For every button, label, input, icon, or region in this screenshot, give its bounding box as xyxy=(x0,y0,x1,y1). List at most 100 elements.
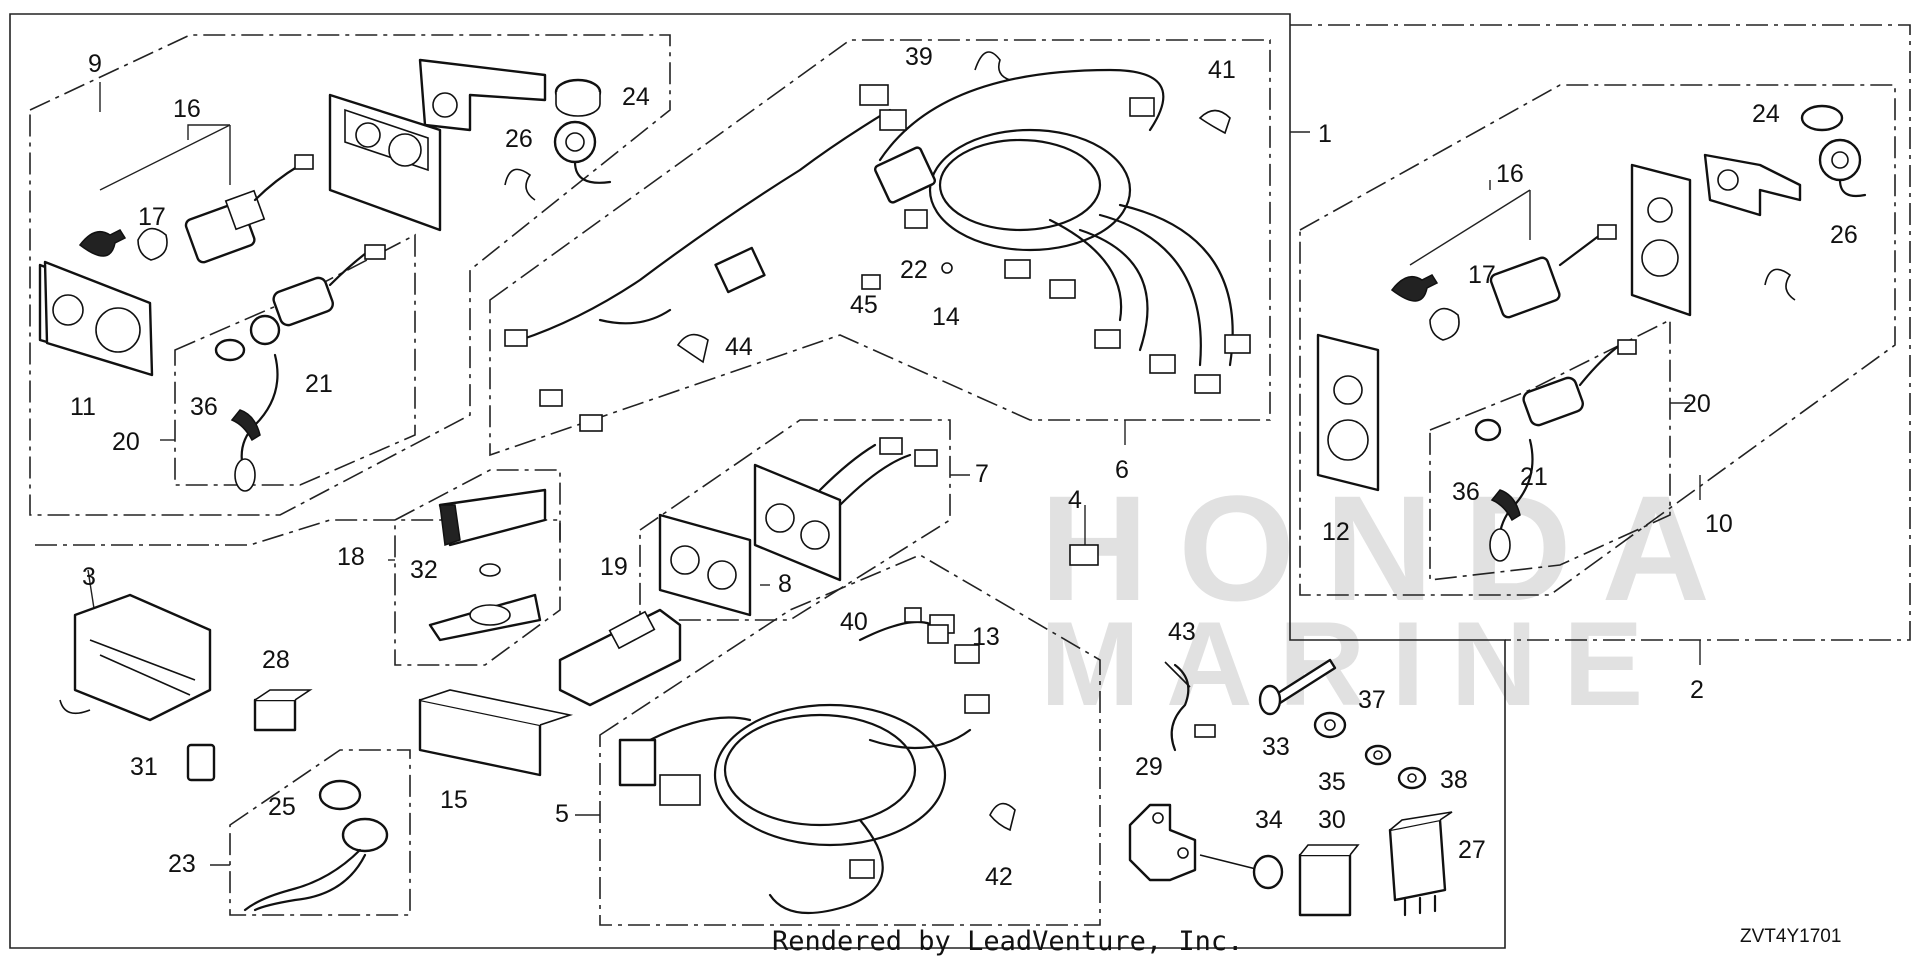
group-box-7-8 xyxy=(639,419,951,621)
callout-14: 14 xyxy=(932,303,960,331)
part-bracket-right xyxy=(1703,153,1802,217)
callout-17-left: 17 xyxy=(138,203,166,231)
callout-18: 18 xyxy=(337,543,365,571)
part-42-clip xyxy=(989,802,1016,832)
callout-39: 39 xyxy=(905,43,933,71)
callout-29: 29 xyxy=(1135,753,1163,781)
leader-16-left-a xyxy=(99,124,231,191)
part-23-buzzer-lead xyxy=(243,848,367,912)
callout-4: 4 xyxy=(1068,486,1082,514)
part-12-switch-panel-right xyxy=(1316,333,1380,492)
group-box-20-left xyxy=(174,233,416,486)
part-bracket-left xyxy=(418,58,547,132)
part-5-harness xyxy=(618,614,990,915)
part-14-screw xyxy=(941,262,953,274)
callout-20-left: 20 xyxy=(112,428,140,456)
callout-16-right: 16 xyxy=(1496,160,1524,188)
callout-40: 40 xyxy=(840,608,868,636)
callout-37: 37 xyxy=(1358,686,1386,714)
part-7-panel-bracket xyxy=(753,437,938,582)
part-33-bolt xyxy=(1258,658,1337,716)
callout-21-right: 21 xyxy=(1520,463,1548,491)
part-4-connector xyxy=(1069,544,1099,566)
callout-16-left: 16 xyxy=(173,95,201,123)
part-45-terminal xyxy=(861,274,881,290)
part-29-bracket xyxy=(1128,803,1197,882)
part-43-sensor xyxy=(1164,661,1216,752)
part-19-module xyxy=(558,608,682,707)
part-6-main-harness xyxy=(504,68,1251,432)
part-17-key-left xyxy=(78,227,168,261)
callout-2: 2 xyxy=(1690,676,1704,704)
callout-13: 13 xyxy=(972,623,1000,651)
part-24-clamp-left xyxy=(554,78,602,117)
callout-6: 6 xyxy=(1115,456,1129,484)
part-39-clip xyxy=(974,51,1011,81)
callout-1: 1 xyxy=(1318,120,1332,148)
part-clip-right xyxy=(1764,268,1796,301)
leader-16-right-a xyxy=(1409,189,1531,266)
callout-30: 30 xyxy=(1318,806,1346,834)
diagram-code: ZVT4Y1701 xyxy=(1740,926,1841,947)
callout-12: 12 xyxy=(1322,518,1350,546)
callout-28: 28 xyxy=(262,646,290,674)
callout-36-right: 36 xyxy=(1452,478,1480,506)
callout-36-left: 36 xyxy=(190,393,218,421)
group-box-3 xyxy=(35,519,561,546)
group-box-2 xyxy=(1290,24,1911,641)
group-box-18 xyxy=(394,469,561,666)
part-18-fob xyxy=(428,488,547,642)
callout-5: 5 xyxy=(555,800,569,828)
part-21-lanyard-right xyxy=(1489,438,1534,562)
callout-25: 25 xyxy=(268,793,296,821)
part-lanyard-switch-left xyxy=(249,244,386,346)
part-41-clip xyxy=(1198,109,1231,135)
part-17-key-right xyxy=(1390,274,1460,341)
part-44-clip xyxy=(676,333,709,364)
callout-8: 8 xyxy=(778,570,792,598)
callout-31: 31 xyxy=(130,753,158,781)
callout-7: 7 xyxy=(975,460,989,488)
part-22-connector xyxy=(904,209,928,229)
callout-21-left: 21 xyxy=(305,370,333,398)
callout-3: 3 xyxy=(82,563,96,591)
honda-marine-watermark: HONDA MARINE xyxy=(1040,464,1710,731)
callout-19: 19 xyxy=(600,553,628,581)
footer-credit: Rendered by LeadVenture, Inc. xyxy=(772,926,1243,957)
callout-38: 38 xyxy=(1440,766,1468,794)
watermark-line2: MARINE xyxy=(1040,597,1669,731)
part-37-washer xyxy=(1364,744,1392,766)
part-38-washer xyxy=(1397,766,1427,790)
leader-lines xyxy=(87,82,1701,866)
part-35-nut xyxy=(1313,711,1347,739)
part-26-buzzer-right xyxy=(1818,138,1867,198)
callout-27: 27 xyxy=(1458,836,1486,864)
part-26-buzzer-left xyxy=(553,120,612,184)
part-3-bracket xyxy=(59,593,212,722)
callout-15: 15 xyxy=(440,786,468,814)
part-40-cap xyxy=(904,607,922,623)
part-27-relay xyxy=(1388,811,1453,917)
part-16-ignition-switch-right xyxy=(1489,224,1617,319)
part-8-panel xyxy=(658,513,752,617)
part-16-ignition-switch-left xyxy=(184,154,314,264)
part-11-switch-panel-left xyxy=(38,260,154,377)
part-32-o-ring xyxy=(479,563,501,577)
part-24-clamp-right xyxy=(1800,104,1844,132)
part-28-connector xyxy=(253,689,313,732)
part-panel-rear-right xyxy=(1630,163,1692,317)
callout-23: 23 xyxy=(168,850,196,878)
part-36-nut-left xyxy=(214,338,246,362)
part-34-screw xyxy=(1199,854,1284,890)
part-30-cover xyxy=(1298,844,1360,917)
part-clip-left xyxy=(504,168,536,201)
callout-labels: 9 16 17 11 20 36 21 24 26 39 41 1 22 45 … xyxy=(70,43,1858,891)
part-31-cap xyxy=(186,743,216,782)
group-box-5 xyxy=(599,554,1101,926)
part-15-cover xyxy=(418,689,574,777)
part-lanyard-switch-right xyxy=(1522,339,1637,427)
group-box-23 xyxy=(229,749,411,916)
callout-43: 43 xyxy=(1168,618,1196,646)
part-25-grommet xyxy=(318,779,389,853)
